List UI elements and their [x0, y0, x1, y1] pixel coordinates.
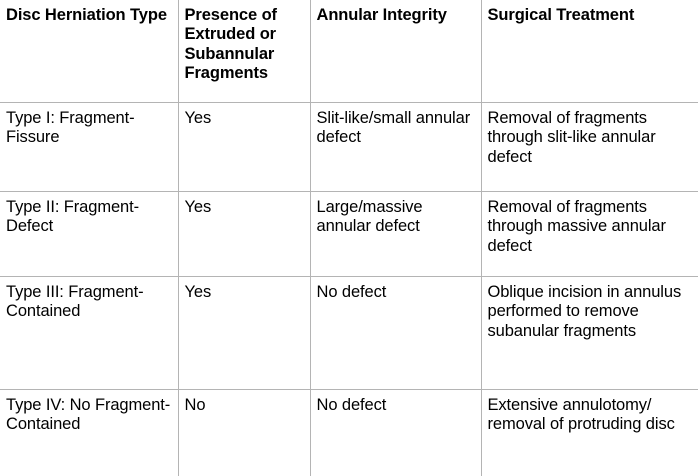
- cell-surgical-treatment: Oblique incision in annulus performed to…: [481, 277, 698, 390]
- cell-surgical-treatment: Extensive annulotomy/ removal of protrud…: [481, 390, 698, 476]
- column-header-presence-of-fragments: Presence of Extruded or Subannular Fragm…: [178, 0, 310, 103]
- header-row: Disc Herniation Type Presence of Extrude…: [0, 0, 698, 103]
- cell-annular-integrity: Slit-like/small annular defect: [310, 103, 481, 192]
- table-container: Disc Herniation Type Presence of Extrude…: [0, 0, 698, 442]
- column-header-annular-integrity: Annular Integrity: [310, 0, 481, 103]
- table-row: Type III: Fragment-Contained Yes No defe…: [0, 277, 698, 390]
- cell-presence-of-fragments: Yes: [178, 103, 310, 192]
- cell-presence-of-fragments: Yes: [178, 277, 310, 390]
- cell-presence-of-fragments: No: [178, 390, 310, 476]
- cell-surgical-treatment: Removal of fragments through massive ann…: [481, 192, 698, 277]
- column-header-surgical-treatment: Surgical Treatment: [481, 0, 698, 103]
- table-row: Type IV: No Fragment-Contained No No def…: [0, 390, 698, 476]
- table-body: Type I: Fragment-Fissure Yes Slit-like/s…: [0, 103, 698, 476]
- cell-disc-herniation-type: Type IV: No Fragment-Contained: [0, 390, 178, 476]
- cell-annular-integrity: Large/massive annular defect: [310, 192, 481, 277]
- cell-disc-herniation-type: Type I: Fragment-Fissure: [0, 103, 178, 192]
- cell-disc-herniation-type: Type II: Fragment-Defect: [0, 192, 178, 277]
- column-header-disc-herniation-type: Disc Herniation Type: [0, 0, 178, 103]
- cell-annular-integrity: No defect: [310, 390, 481, 476]
- cell-presence-of-fragments: Yes: [178, 192, 310, 277]
- cell-annular-integrity: No defect: [310, 277, 481, 390]
- cell-surgical-treatment: Removal of fragments through slit-like a…: [481, 103, 698, 192]
- table-row: Type II: Fragment-Defect Yes Large/massi…: [0, 192, 698, 277]
- table-row: Type I: Fragment-Fissure Yes Slit-like/s…: [0, 103, 698, 192]
- cell-disc-herniation-type: Type III: Fragment-Contained: [0, 277, 178, 390]
- table-header: Disc Herniation Type Presence of Extrude…: [0, 0, 698, 103]
